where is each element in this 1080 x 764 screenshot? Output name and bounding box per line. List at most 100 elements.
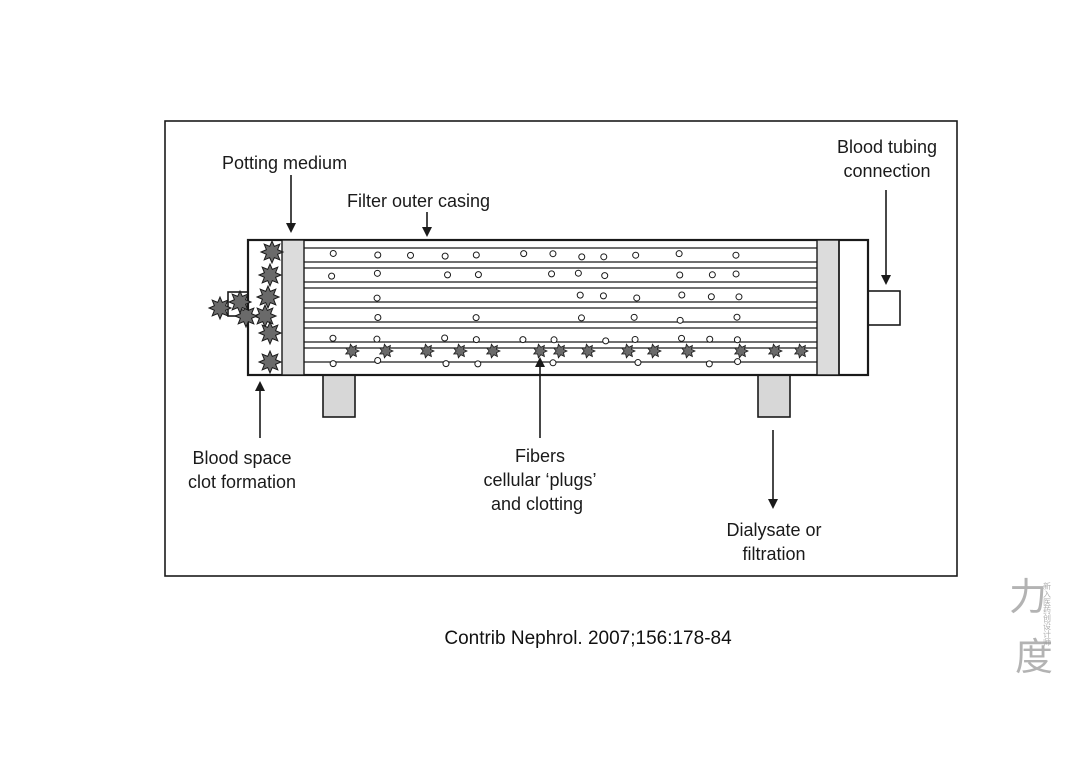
fiber-plug	[485, 343, 501, 359]
fiber-bubble	[577, 314, 585, 322]
label-fibers-3: and clotting	[491, 494, 583, 514]
fiber-bubble	[549, 359, 557, 367]
citation-caption: Contrib Nephrol. 2007;156:178-84	[444, 628, 732, 649]
fiber-bubble	[520, 250, 528, 258]
fiber-bubble	[374, 356, 382, 364]
fiber-bubble	[735, 293, 743, 301]
fiber-bubble	[574, 269, 582, 277]
label-fibers-2: cellular ‘plugs’	[483, 470, 596, 490]
fiber-bubble	[548, 270, 556, 278]
fiber-plug	[344, 343, 360, 359]
label-fibers-1: Fibers	[515, 446, 565, 466]
watermark-logo: 力 度 新入医药创设计师	[1009, 575, 1053, 678]
fiber-bubble	[373, 269, 381, 277]
fiber-bubble	[633, 294, 641, 302]
fiber-bubble	[441, 334, 449, 342]
fiber-bubble	[631, 335, 639, 343]
fiber-bubble	[578, 253, 586, 261]
fiber-plug	[452, 343, 468, 359]
fiber-bubble	[549, 250, 557, 258]
fiber-bubble	[732, 251, 740, 259]
fiber-plug	[646, 343, 662, 359]
dialysate-port-left	[322, 374, 356, 418]
watermark-small-text: 新入医药创设计师	[1043, 581, 1052, 647]
fiber-bubble	[675, 250, 683, 258]
label-blood-space-1: Blood space	[192, 448, 291, 468]
fiber-bubble	[732, 270, 740, 278]
fiber-plug	[419, 343, 435, 359]
fiber-bubble	[632, 251, 640, 259]
label-blood-tubing-1: Blood tubing	[837, 137, 937, 157]
fiber-plug	[532, 343, 548, 359]
potting-medium-left	[281, 239, 305, 376]
fiber-bubble	[678, 291, 686, 299]
fiber-plug	[733, 343, 749, 359]
clot-particle	[257, 349, 283, 375]
fiber-plug	[767, 343, 783, 359]
fiber-bubble	[444, 271, 452, 279]
fiber-bubble	[706, 335, 714, 343]
watermark-glyph-top: 力	[1009, 575, 1047, 619]
fiber-bubble	[601, 272, 609, 280]
fiber-bubble	[676, 316, 684, 324]
fiber-bubble	[733, 313, 741, 321]
fiber-bubble	[329, 334, 337, 342]
hollow-fibers	[304, 247, 817, 363]
fiber-bubble	[634, 359, 642, 367]
fiber-bubble	[407, 251, 415, 259]
fiber-bubble	[676, 271, 684, 279]
fiber-bubble	[472, 314, 480, 322]
fiber-bubble	[630, 313, 638, 321]
fiber-bubbles	[328, 249, 743, 368]
fiber-bubble	[600, 253, 608, 261]
fiber-bubble	[373, 335, 381, 343]
fiber-bubble	[678, 334, 686, 342]
label-blood-tubing-2: connection	[843, 161, 930, 181]
fiber-bubble	[733, 336, 741, 344]
fiber-plug	[680, 343, 696, 359]
fiber-bubble	[329, 360, 337, 368]
label-filter-outer-casing: Filter outer casing	[347, 191, 490, 211]
outlet-port	[867, 290, 901, 326]
fiber-bubble	[519, 336, 527, 344]
clot-particles	[207, 239, 809, 375]
fiber-bubble	[441, 252, 449, 260]
clot-particle	[255, 284, 281, 310]
clot-particle	[257, 262, 283, 288]
label-blood-space-2: clot formation	[188, 472, 296, 492]
clot-particle	[207, 295, 233, 321]
fiber-bubble	[472, 251, 480, 259]
label-dialysate-1: Dialysate or	[726, 520, 821, 540]
fiber-bubble	[374, 251, 382, 259]
label-potting-medium: Potting medium	[222, 153, 347, 173]
fiber-bubble	[474, 271, 482, 279]
dialysate-port-right	[757, 374, 791, 418]
clot-particle	[257, 320, 283, 346]
clot-particle	[259, 239, 285, 265]
fiber-bubble	[472, 336, 480, 344]
fiber-bubble	[474, 360, 482, 368]
fiber-bubble	[373, 294, 381, 302]
watermark-glyph-bottom: 度	[1015, 635, 1053, 678]
clot-particle	[227, 289, 253, 315]
fiber-plug	[378, 343, 394, 359]
fiber-bubble	[602, 337, 610, 345]
fiber-bubble	[576, 291, 584, 299]
fiber-bubble	[442, 360, 450, 368]
label-dialysate-2: filtration	[742, 544, 805, 564]
fiber-bubble	[705, 360, 713, 368]
potting-medium-right	[816, 239, 840, 376]
fiber-bubble	[734, 358, 742, 366]
fiber-plug	[793, 343, 809, 359]
fiber-bubble	[550, 336, 558, 344]
fiber-bubble	[708, 271, 716, 279]
fiber-bubble	[707, 293, 715, 301]
fiber-plug	[620, 343, 636, 359]
fiber-plug	[552, 343, 568, 359]
fiber-bubble	[599, 292, 607, 300]
fiber-bubble	[329, 249, 337, 257]
fiber-plug	[580, 343, 596, 359]
fiber-bubble	[374, 314, 382, 322]
fiber-bubble	[328, 272, 336, 280]
